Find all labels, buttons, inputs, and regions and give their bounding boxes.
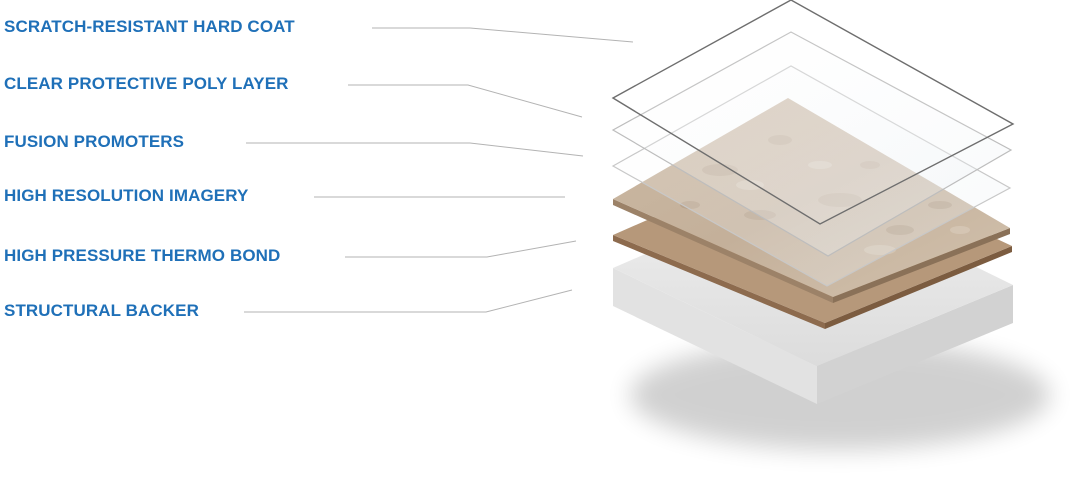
hard-coat-layer xyxy=(611,0,1015,225)
label-structural-backer: STRUCTURAL BACKER xyxy=(4,301,199,320)
label-high-pressure-thermo-bond: HIGH PRESSURE THERMO BOND xyxy=(4,246,281,265)
leader-line-poly-layer xyxy=(348,84,583,118)
label-fusion-promoters: FUSION PROMOTERS xyxy=(4,132,185,151)
leader-line-hard-coat xyxy=(372,27,634,43)
label-high-resolution-imagery: HIGH RESOLUTION IMAGERY xyxy=(4,186,249,205)
label-clear-protective-poly-layer: CLEAR PROTECTIVE POLY LAYER xyxy=(4,74,289,93)
label-scratch-resistant-hard-coat: SCRATCH-RESISTANT HARD COAT xyxy=(4,17,295,36)
stack-shadow xyxy=(630,340,1050,450)
leader-line-thermo-bond xyxy=(345,240,577,258)
leader-lines xyxy=(244,27,634,313)
clear-poly-layer xyxy=(611,31,1013,257)
leader-line-fusion-promoters xyxy=(246,142,584,157)
leader-line-backer xyxy=(244,289,573,313)
